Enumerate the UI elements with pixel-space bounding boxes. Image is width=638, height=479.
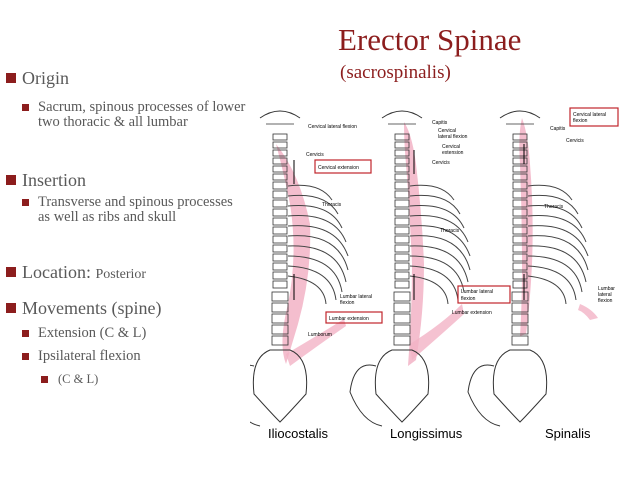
ilio-label-lumborum: Lumborum bbox=[308, 332, 332, 338]
long-label-lumbar-extension: Lumbar extension bbox=[452, 310, 492, 316]
sub-sub-bullet-cl: (C & L) bbox=[41, 372, 98, 387]
bullet-square-icon bbox=[22, 330, 29, 337]
bullet-location-label: Location: bbox=[22, 262, 91, 282]
sub-bullet-origin: Sacrum, spinous processes of lower two t… bbox=[22, 100, 247, 130]
bullet-square-icon bbox=[6, 302, 16, 313]
long-label-cervical-extension-1: Cervical bbox=[442, 144, 460, 150]
spin-label-capitis: Capitis bbox=[550, 126, 566, 132]
sub-bullet-insertion: Transverse and spinous processes as well… bbox=[22, 195, 242, 225]
bullet-insertion: Insertion bbox=[6, 170, 86, 191]
bullet-square-icon bbox=[6, 174, 16, 185]
sub-bullet-extension: Extension (C & L) bbox=[22, 326, 242, 341]
ilio-label-lumbar-extension: Lumbar extension bbox=[329, 316, 369, 322]
spin-label-lumbar-2: lateral bbox=[598, 292, 612, 298]
bullet-movements: Movements (spine) bbox=[6, 298, 161, 319]
long-label-lumbar-lateral-flexion-2: flexion bbox=[461, 296, 476, 302]
long-label-capitis: Capitis bbox=[432, 120, 448, 126]
insertion-detail: Transverse and spinous processes as well… bbox=[38, 194, 233, 225]
ilio-label-cervical-lateral-flexion: Cervical lateral flexion bbox=[308, 124, 357, 130]
caption-iliocostalis: Iliocostalis bbox=[268, 426, 328, 441]
bullet-square-icon bbox=[22, 353, 29, 360]
bullet-insertion-label: Insertion bbox=[22, 170, 86, 190]
long-label-cervicis: Cervicis bbox=[432, 160, 450, 166]
spin-label-lumbar-3: flexion bbox=[598, 298, 613, 304]
movement-sub-item: (C & L) bbox=[58, 372, 99, 386]
bullet-square-icon bbox=[6, 266, 16, 277]
bullet-movements-label: Movements (spine) bbox=[22, 298, 162, 318]
bullet-location: Location: Posterior bbox=[6, 262, 146, 283]
spin-label-cervicis: Cervicis bbox=[566, 138, 584, 144]
spin-label-lumbar-1: Lumbar bbox=[598, 286, 615, 292]
bullet-square-icon bbox=[6, 72, 16, 83]
slide-title: Erector Spinae bbox=[338, 22, 522, 57]
bullet-origin-label: Origin bbox=[22, 68, 69, 88]
origin-detail: Sacrum, spinous processes of lower two t… bbox=[38, 99, 246, 130]
long-label-cervical-extension-2: extension bbox=[442, 150, 464, 156]
ilio-cervical-extension-box bbox=[314, 159, 372, 174]
long-label-cervical-lateral-flexion-1: Cervical bbox=[438, 128, 456, 134]
caption-spinalis: Spinalis bbox=[545, 426, 591, 441]
long-label-lumbar-lateral-flexion-1: Lumbar lateral bbox=[461, 289, 493, 295]
long-label-thoracis: Thoracis bbox=[440, 228, 460, 234]
long-label-cervical-lateral-flexion-2: lateral flexion bbox=[438, 134, 468, 140]
caption-longissimus: Longissimus bbox=[390, 426, 463, 441]
bullet-square-icon bbox=[22, 104, 29, 111]
spin-cervical-lateral-flexion-box bbox=[569, 107, 619, 127]
sub-bullet-ipsilateral: Ipsilateral flexion bbox=[22, 349, 242, 364]
iliocostalis-diagram: Cervical lateral flexion Cervicis Cervic… bbox=[250, 110, 383, 427]
spin-label-cervical-lateral-flexion-1: Cervical lateral bbox=[573, 112, 606, 118]
ilio-lumbar-extension-box bbox=[325, 311, 383, 324]
longissimus-diagram: Capitis Cervical lateral flexion Cervica… bbox=[349, 110, 511, 427]
ilio-label-lumbar-lateral-flexion-2: flexion bbox=[340, 300, 355, 306]
slide-subtitle: (sacrospinalis) bbox=[340, 62, 451, 83]
erector-spinae-illustration: Cervical lateral flexion Cervicis Cervic… bbox=[250, 107, 619, 427]
long-lumbar-lateral-flexion-box bbox=[457, 285, 511, 304]
movement-extension: Extension (C & L) bbox=[38, 325, 147, 341]
bullet-origin: Origin bbox=[6, 68, 69, 89]
bullet-square-icon bbox=[41, 375, 48, 383]
bullet-square-icon bbox=[22, 199, 29, 206]
movement-ipsilateral-flexion: Ipsilateral flexion bbox=[38, 348, 141, 364]
ilio-label-lumbar-lateral-flexion-1: Lumbar lateral bbox=[340, 294, 372, 300]
spinalis-diagram: Cervical lateral flexion Capitis Cervici… bbox=[467, 107, 619, 427]
ilio-label-cervicis: Cervicis bbox=[306, 152, 324, 158]
spin-label-cervical-lateral-flexion-2: flexion bbox=[573, 118, 588, 124]
location-value: Posterior bbox=[95, 267, 147, 282]
ilio-label-cervical-extension: Cervical extension bbox=[318, 165, 359, 171]
spin-label-thoracis: Thoracis bbox=[544, 204, 564, 210]
ilio-label-thoracis: Thoracis bbox=[322, 202, 342, 208]
